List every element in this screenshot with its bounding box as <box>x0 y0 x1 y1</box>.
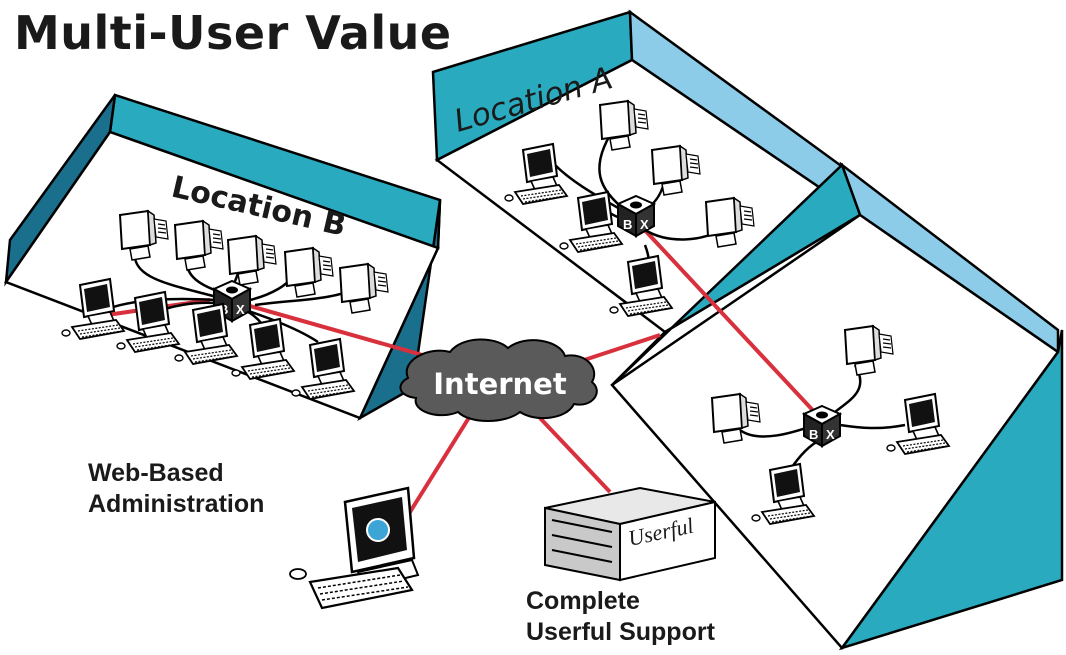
userful-logo-icon <box>366 518 390 542</box>
link-support <box>538 416 612 494</box>
location-b-room <box>4 93 442 421</box>
support-caption-line1: Complete <box>526 587 640 615</box>
admin-caption: Web-Based Administration <box>88 458 264 520</box>
internet-label: Internet <box>433 367 567 401</box>
admin-caption-line2: Administration <box>88 490 265 518</box>
page-title: Multi-User Value <box>14 6 452 60</box>
admin-workstation <box>289 486 420 610</box>
link-location-b <box>235 300 441 362</box>
multi-user-hub <box>803 405 841 447</box>
support-caption-line2: Userful Support <box>526 618 715 646</box>
mouse-icon <box>289 568 307 580</box>
multi-user-hub <box>617 195 655 237</box>
support-caption: Complete Userful Support <box>526 586 715 648</box>
link-location-c <box>638 223 822 420</box>
link-admin <box>403 398 482 522</box>
admin-caption-line1: Web-Based <box>88 459 224 487</box>
internet-cloud: Internet <box>399 338 598 422</box>
location-c-right-wall <box>838 329 1064 651</box>
support-server: Userful <box>544 486 716 582</box>
